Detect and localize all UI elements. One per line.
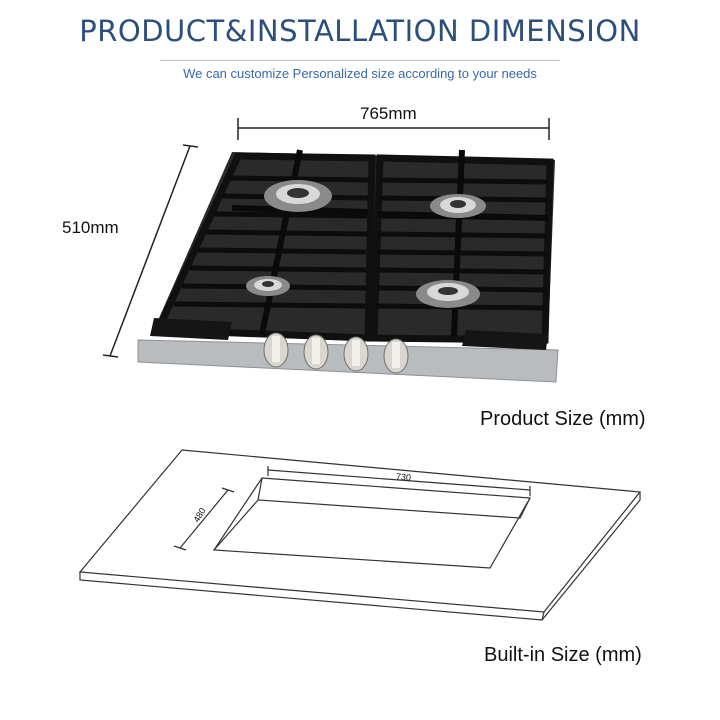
title-divider: [160, 60, 560, 61]
depth-dimension-line: [102, 144, 199, 358]
control-knob: [383, 338, 409, 374]
burner-front-left: [246, 276, 290, 296]
page-title: PRODUCT&INSTALLATION DIMENSION: [79, 14, 641, 48]
builtin-width-dimension: [267, 466, 531, 496]
countertop-edge: [79, 492, 641, 621]
burner-rear-right: [430, 194, 486, 218]
cutout-opening: [212, 477, 531, 569]
product-depth-label: 510mm: [62, 218, 119, 237]
control-knob: [303, 334, 329, 370]
grate-foot-left: [150, 318, 232, 340]
product-size-caption: Product Size (mm): [480, 408, 646, 430]
builtin-depth-dimension: [173, 487, 235, 551]
control-knob: [343, 336, 369, 372]
width-dimension-line: [237, 118, 550, 140]
control-knob: [263, 332, 289, 368]
builtin-size-caption: Built-in Size (mm): [484, 644, 642, 666]
grate-foot-right: [462, 330, 548, 350]
burner-front-right: [416, 280, 480, 308]
builtin-width-label: 730: [395, 471, 412, 483]
product-width-label: 765mm: [360, 104, 417, 123]
page-subtitle: We can customize Personalized size accor…: [183, 66, 537, 81]
cutout-inner-wall: [257, 477, 531, 519]
countertop-drawing: [78, 449, 642, 621]
cooktop-image: [137, 149, 559, 383]
burner-rear-left: [264, 180, 332, 212]
